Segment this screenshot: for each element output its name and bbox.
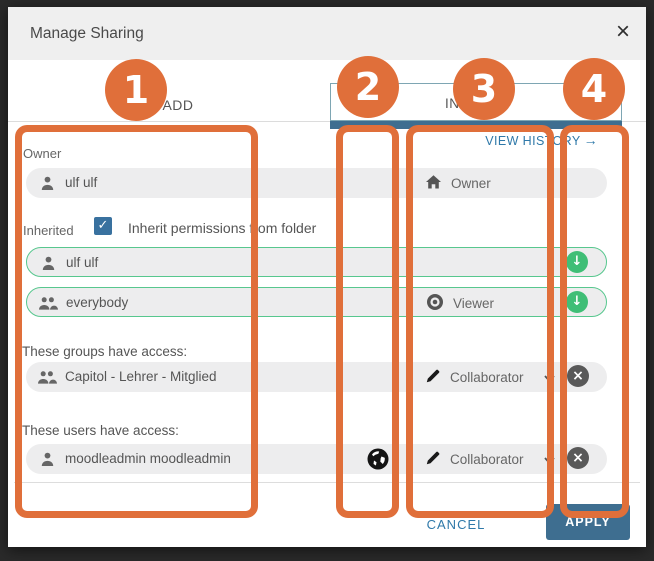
user-permission-label: Collaborator xyxy=(450,451,524,467)
groups-section-label: These groups have access: xyxy=(22,344,188,359)
inherited-row-ulf: ulf ulf ↓ xyxy=(26,247,607,277)
chevron-down-icon xyxy=(543,453,555,468)
person-icon xyxy=(39,451,59,467)
user-permission-dropdown[interactable]: Collaborator xyxy=(425,444,555,474)
inherit-download-icon[interactable]: ↓ xyxy=(566,251,588,273)
pencil-icon xyxy=(425,450,441,469)
tab-active-indicator xyxy=(330,121,622,129)
view-history-label: VIEW HISTORY xyxy=(485,134,581,148)
dialog-titlebar: Manage Sharing × xyxy=(8,7,646,60)
manage-sharing-dialog: Manage Sharing × ADD IN VIEW HISTORY→ Ow… xyxy=(8,7,646,547)
users-section-label: These users have access: xyxy=(22,423,179,438)
inherited-group-name: everybody xyxy=(66,295,129,310)
inherited-row-everybody: everybody Viewer ↓ xyxy=(26,287,607,317)
footer-divider xyxy=(14,482,640,483)
close-icon[interactable]: × xyxy=(615,18,630,45)
group-permission-dropdown[interactable]: Collaborator xyxy=(425,362,555,392)
owner-label: Owner xyxy=(23,146,62,161)
remove-user-icon[interactable]: × xyxy=(567,447,589,469)
group-name: Capitol - Lehrer - Mitglied xyxy=(65,369,217,384)
people-icon xyxy=(38,296,58,311)
owner-name: ulf ulf xyxy=(65,175,98,190)
inherited-label: Inherited xyxy=(23,223,74,238)
person-icon xyxy=(39,175,59,191)
viewer-permission: Viewer xyxy=(426,288,494,318)
apply-button[interactable]: APPLY xyxy=(546,504,630,540)
people-icon xyxy=(37,370,57,385)
inherit-permissions-checkbox[interactable]: ✓ xyxy=(94,217,112,235)
group-permission-label: Collaborator xyxy=(450,369,524,385)
inherited-user-name: ulf ulf xyxy=(66,255,99,270)
view-history-link[interactable]: VIEW HISTORY→ xyxy=(440,132,598,148)
viewer-permission-label: Viewer xyxy=(453,295,495,311)
inherit-download-icon[interactable]: ↓ xyxy=(566,291,588,313)
user-name: moodleadmin moodleadmin xyxy=(65,451,231,466)
dialog-title: Manage Sharing xyxy=(30,25,144,42)
chevron-down-icon xyxy=(543,371,555,386)
tab-divider xyxy=(8,121,646,122)
cancel-button[interactable]: CANCEL xyxy=(426,517,486,532)
tab-invited[interactable] xyxy=(330,83,622,121)
eye-icon xyxy=(426,293,444,314)
remove-group-icon[interactable]: × xyxy=(567,365,589,387)
tab-invited-label: IN xyxy=(445,96,460,111)
owner-permission-label: Owner xyxy=(451,175,491,191)
user-row: moodleadmin moodleadmin Collaborator × xyxy=(26,444,607,474)
group-row: Capitol - Lehrer - Mitglied Collaborator… xyxy=(26,362,607,392)
owner-row: ulf ulf Owner xyxy=(26,168,607,198)
pencil-icon xyxy=(425,368,441,387)
home-icon xyxy=(425,174,442,193)
tab-add[interactable]: ADD xyxy=(162,97,194,113)
inherit-permissions-label: Inherit permissions from folder xyxy=(128,220,317,236)
arrow-right-icon: → xyxy=(583,132,598,148)
owner-permission: Owner xyxy=(425,168,491,198)
person-icon xyxy=(40,255,60,271)
globe-icon xyxy=(366,447,390,471)
